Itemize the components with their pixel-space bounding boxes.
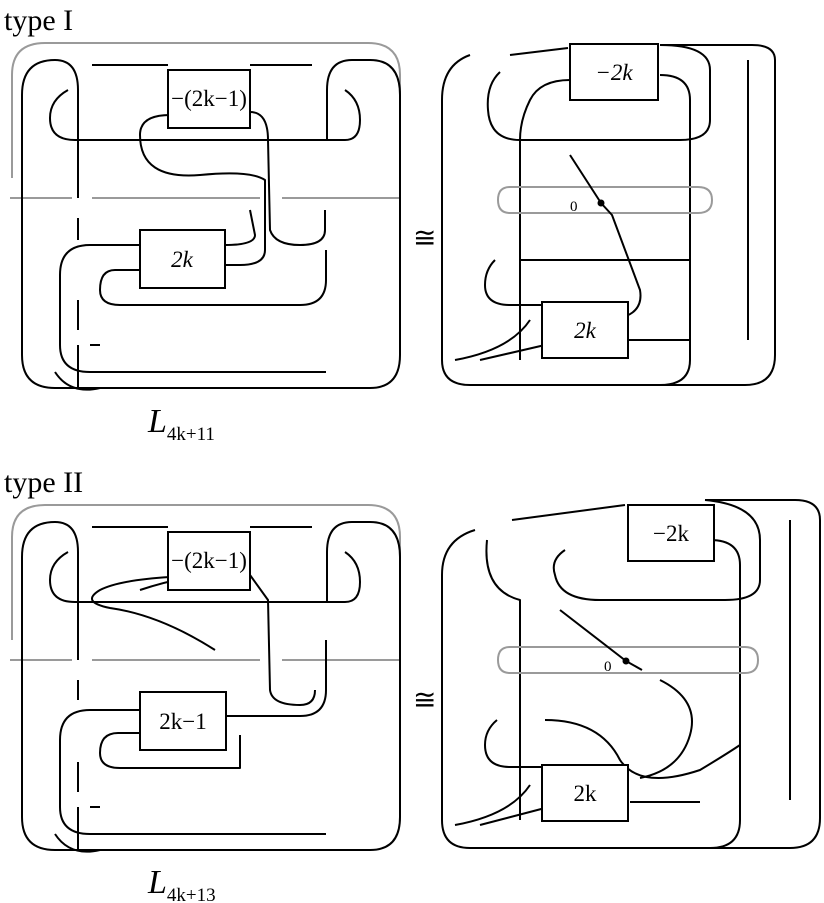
- link-label-type-two: L4k+13: [147, 864, 216, 903]
- top-loop-inner: [485, 539, 521, 820]
- link-name: L: [147, 403, 167, 440]
- gray-framing-arc: [11, 42, 401, 178]
- equivalence-symbol-type-two: ≅: [413, 685, 436, 716]
- twist-wire-b: [139, 573, 316, 706]
- box-right-wire: [249, 111, 326, 246]
- inner-left-hook: [49, 551, 361, 603]
- top-wire-right: [486, 44, 711, 141]
- left-box-bottom: [139, 229, 226, 289]
- zero-label-type-two: 0: [604, 659, 612, 675]
- top-wire-right: [552, 499, 761, 601]
- right-box-bottom: [541, 301, 629, 359]
- bottom-crossing: [54, 806, 101, 853]
- equivalence-symbol-type-one: ≅: [413, 223, 436, 254]
- outer-frame-strand: [441, 499, 821, 849]
- left-box-bottom-label: 2k: [171, 247, 194, 272]
- lower-loop-left: [484, 719, 545, 768]
- link-name: L: [147, 864, 167, 901]
- box-left-wire: [139, 114, 266, 266]
- left-link-diagram-type-one: −(2k−1) 2k: [10, 42, 401, 391]
- link-subscript: 4k+11: [167, 424, 215, 445]
- right-box-top: [627, 504, 715, 562]
- panel-type-one: type I −(2k−1) 2k: [4, 4, 776, 445]
- link-label-type-one: L4k+11: [147, 403, 215, 445]
- heading-type-one: type I: [4, 4, 73, 37]
- top-left-curl: [54, 521, 79, 660]
- top-right-loop: [659, 74, 691, 386]
- left-box-bottom-label: 2k−1: [159, 709, 206, 734]
- left-box-top-label: −(2k−1): [171, 548, 247, 573]
- top-loop-inner: [519, 79, 571, 360]
- top-wire-left: [509, 47, 569, 56]
- zero-framed-component: [496, 186, 714, 214]
- top-left-curl: [54, 59, 79, 198]
- dotted-diagonal: [559, 609, 693, 779]
- right-box-bottom: [541, 764, 629, 822]
- inner-left-hook: [49, 89, 361, 141]
- left-box-top: [167, 69, 251, 129]
- right-box-top-label: −2k: [595, 60, 633, 85]
- top-wire-left: [511, 504, 626, 521]
- top-right-loop: [709, 539, 741, 849]
- lower-crossings: [454, 784, 546, 826]
- right-link-diagram-type-one: 0 −2k 2k: [441, 43, 776, 386]
- lower-inner-loop: [99, 640, 327, 769]
- lower-loop-left: [484, 259, 545, 306]
- zero-label-type-one: 0: [570, 199, 578, 215]
- zero-framed-component: [496, 646, 760, 674]
- right-box-bottom-label: 2k: [574, 318, 597, 343]
- bottom-crossing: [54, 344, 101, 391]
- right-link-diagram-type-two: 0 −2k 2k: [441, 499, 821, 849]
- left-link-diagram-type-two: −(2k−1) 2k−1: [10, 504, 401, 853]
- outer-strand: [21, 521, 401, 851]
- heading-type-two: type II: [4, 466, 83, 499]
- gray-framing-arc: [11, 504, 401, 640]
- lower-crossings: [454, 319, 546, 361]
- link-subscript: 4k+13: [167, 885, 216, 903]
- center-diagonal: [224, 209, 256, 246]
- left-box-top-label: −(2k−1): [171, 86, 247, 111]
- dotted-diagonal: [569, 154, 642, 321]
- right-box-top-label: −2k: [653, 521, 689, 546]
- outer-strand: [21, 59, 401, 389]
- panel-type-two: type II −(2k−1) 2k−1 ≅: [4, 466, 821, 903]
- left-box-bottom: [139, 691, 227, 751]
- lower-wave: [544, 719, 741, 779]
- lower-inner-loop: [99, 250, 327, 306]
- right-box-bottom-label: 2k: [574, 781, 598, 806]
- twist-wire: [91, 576, 216, 651]
- top-right-curl: [326, 521, 353, 602]
- top-right-curl: [326, 59, 353, 140]
- outer-frame-strand: [441, 44, 776, 386]
- right-box-top: [569, 43, 659, 101]
- left-box-top: [167, 531, 251, 591]
